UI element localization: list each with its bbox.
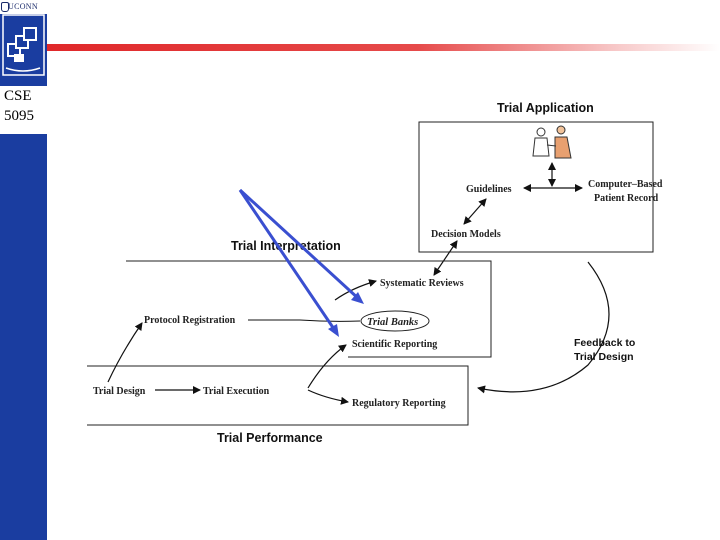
feedback-label-line-2: Trial Design (574, 351, 634, 363)
trial-performance-box (87, 365, 469, 426)
university-name: UCONN (8, 2, 38, 11)
accent-bar (47, 44, 720, 51)
feedback-arrow (477, 261, 610, 394)
arrow-execution-regulatory (307, 389, 349, 405)
doctor-patient-icon (532, 125, 572, 159)
node-cbpr-line-1: Computer–Based (588, 179, 663, 190)
trial-application-title: Trial Application (497, 101, 594, 115)
course-label: CSE 5095 (0, 86, 47, 134)
arrow-to-systematic-reviews (334, 279, 377, 301)
trial-interpretation-title: Trial Interpretation (231, 239, 341, 253)
trial-performance-title: Trial Performance (217, 431, 323, 445)
course-line-2: 5095 (4, 108, 34, 124)
arrow-guidelines-decision (463, 198, 487, 225)
pointer-arrows (238, 188, 364, 337)
node-trial-banks: Trial Banks (367, 317, 418, 328)
node-scientific-reporting: Scientific Reporting (352, 339, 437, 350)
node-trial-execution: Trial Execution (203, 386, 270, 397)
node-cbpr-line-2: Patient Record (594, 193, 659, 204)
arrow-decision-reviews (433, 240, 458, 276)
logo-icon (2, 14, 45, 76)
trial-application-box (418, 121, 654, 253)
course-line-1: CSE (4, 88, 32, 104)
node-systematic-reviews: Systematic Reviews (380, 278, 464, 289)
node-protocol-registration: Protocol Registration (144, 315, 236, 326)
node-guidelines: Guidelines (466, 184, 512, 195)
trial-interpretation-box (126, 260, 492, 358)
arrow-protocol-trialbanks (248, 319, 361, 322)
node-decision-models: Decision Models (431, 229, 501, 240)
feedback-label-line-1: Feedback to (574, 337, 635, 349)
trial-banks-ellipse (360, 310, 430, 332)
node-regulatory-reporting: Regulatory Reporting (352, 398, 446, 409)
arrow-design-protocol (107, 322, 143, 383)
arrow-execution-scientific (307, 344, 347, 389)
seal-icon (1, 2, 9, 12)
university-header: UCONN (0, 0, 47, 14)
node-trial-design: Trial Design (93, 386, 146, 397)
